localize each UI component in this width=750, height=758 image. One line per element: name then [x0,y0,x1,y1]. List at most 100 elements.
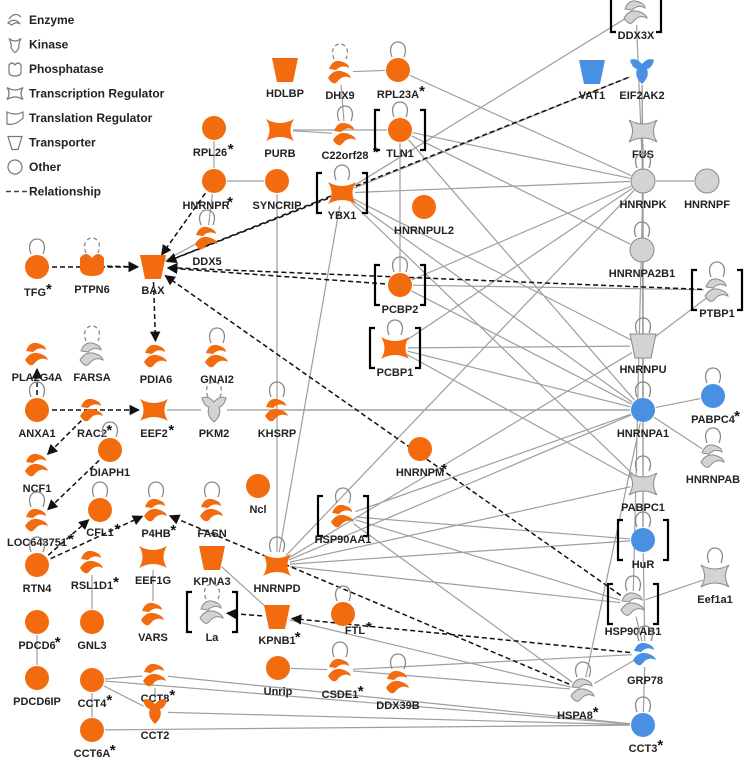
significance-star: * [419,83,425,100]
self-loop [634,317,652,334]
node-gnai2[interactable]: GNAI2 [200,327,234,386]
node-kpnb1[interactable]: KPNB1* [258,605,301,647]
node-ncf1[interactable]: NCF1 [23,453,52,495]
node-pcbp2[interactable]: PCBP2 [373,256,427,316]
self-loop [28,238,46,255]
node-pdia6[interactable]: PDIA6 [140,344,172,386]
node-pkm2[interactable]: PKM2 [199,381,230,440]
node-vat1[interactable]: VAT1 [579,60,606,102]
node-cfl1[interactable]: CFL1* [86,481,120,539]
node-ybx1[interactable]: YBX1 [315,164,369,222]
node-pdcd6ip[interactable]: PDCD6IP [13,666,61,708]
node-hur[interactable]: HuR [616,511,670,571]
bracket-right [420,108,427,152]
node-ptpn6[interactable]: PTPN6 [74,237,110,296]
node-hsp90aa1[interactable]: HSP90AA1 [315,487,372,546]
node-fus[interactable]: FUS [628,119,658,161]
node-c22orf28[interactable]: C22orf28* [321,105,379,162]
node-label: GRP78 [627,675,663,687]
node-hnrnpu[interactable]: HNRNPU [619,317,667,376]
node-diaph1[interactable]: DIAPH1 [90,421,130,479]
node-rtn4[interactable]: RTN4 [23,536,53,595]
self-loop [268,381,286,398]
node-ddx39b[interactable]: DDX39B [376,653,420,712]
node-hnrnpd[interactable]: HNRNPD [253,536,301,595]
node-pla2g4a[interactable]: PLA2G4A [12,342,63,384]
node-unrip[interactable]: Unrip [264,656,293,698]
legend-item: Translation Regulator [6,111,153,125]
node-cct3[interactable]: CCT3* [629,696,664,755]
node-p4hb[interactable]: P4HB* [141,481,176,540]
node-eef1g[interactable]: EEF1G [135,546,171,587]
node-csde1[interactable]: CSDE1* [322,641,364,701]
transporter-shape [264,605,290,629]
node-ptbp1[interactable]: PTBP1 [690,261,744,320]
self-loop [83,325,101,342]
node-label: HNRNPM [396,467,444,479]
node-hnrnpa2b1[interactable]: HNRNPA2B1 [609,221,675,280]
node-cct6a[interactable]: CCT6A* [74,718,116,758]
node-hnrnpab[interactable]: HNRNPAB [686,427,740,486]
self-loop [706,547,724,564]
node-hnrnpul2[interactable]: HNRNPUL2 [394,195,454,237]
node-hnrnpf[interactable]: HNRNPF [684,168,730,211]
node-pabpc4[interactable]: PABPC4* [691,367,740,426]
node-hnrnpk[interactable]: HNRNPK [619,152,667,211]
node-khsrp[interactable]: KHSRP [258,381,297,440]
node-grp78[interactable]: GRP78 [627,625,663,687]
other-shape [25,666,49,690]
node-syncrip[interactable]: SYNCRIP [253,169,302,212]
node-anxa1[interactable]: ANXA1 [18,381,56,440]
node-vars[interactable]: VARS [138,602,168,644]
edge-dashed-BAX-PDIA6 [149,281,161,343]
node-loc643751[interactable]: LOC643751* [7,491,74,549]
node-fasn[interactable]: FASN [197,481,227,540]
node-pabpc1[interactable]: PABPC1 [621,455,665,514]
node-kpna3[interactable]: KPNA3 [193,546,231,588]
node-hnrnpm[interactable]: HNRNPM* [396,437,447,479]
node-hsp90ab1[interactable]: HSP90AB1 [605,575,662,638]
transcription-shape [381,337,409,359]
node-farsa[interactable]: FARSA [73,325,111,384]
bracket-right [663,518,670,562]
other-shape [630,168,656,194]
node-rpl26[interactable]: RPL26* [193,116,234,159]
node-hnrnpr[interactable]: HNRNPR* [182,169,233,212]
node-cct4[interactable]: CCT4* [78,668,113,710]
node-tfg[interactable]: TFG* [24,238,52,299]
node-ftl[interactable]: FTL* [331,585,372,637]
enzyme-shape [195,226,218,250]
node-rac2[interactable]: RAC2* [77,398,112,440]
node-pcbp1[interactable]: PCBP1 [368,319,422,379]
transcription-shape [628,119,658,143]
other-shape [202,116,226,140]
node-cct2[interactable]: CCT2 [141,699,170,742]
node-hnrnpa1[interactable]: HNRNPA1 [617,381,669,440]
node-dhx9[interactable]: DHX9 [325,43,355,102]
node-ddx5[interactable]: DDX5 [192,209,222,268]
node-gnl3[interactable]: GNL3 [77,610,107,652]
bracket-right [415,326,422,370]
node-ddx3x[interactable]: DDX3X [609,0,663,42]
edge-dashed-HSPA8-P4HB [168,514,570,685]
kinase-icon [8,38,22,54]
node-hdlbp[interactable]: HDLBP [266,58,304,100]
node-ncl[interactable]: Ncl [246,474,270,516]
node-eif2ak2[interactable]: EIF2AK2 [619,59,665,102]
node-label: DIAPH1 [90,467,130,479]
self-loop [574,661,592,678]
node-la[interactable]: La [185,583,239,644]
node-pdcd6[interactable]: PDCD6* [18,610,61,652]
node-eef1a1[interactable]: Eef1a1 [697,547,733,606]
node-cct8[interactable]: CCT8* [141,663,176,705]
node-eef2[interactable]: EEF2* [140,399,174,440]
node-rpl23a[interactable]: RPL23A* [377,41,425,101]
transcription-shape [266,119,294,141]
node-bax[interactable]: BAX [140,255,166,297]
node-rsl1d1[interactable]: RSL1D1* [71,550,119,592]
node-hspa8[interactable]: HSPA8* [557,661,599,722]
self-loop [198,209,216,226]
node-tln1[interactable]: TLN1 [373,101,427,160]
node-purb[interactable]: PURB [264,119,296,160]
self-loop [208,327,226,344]
